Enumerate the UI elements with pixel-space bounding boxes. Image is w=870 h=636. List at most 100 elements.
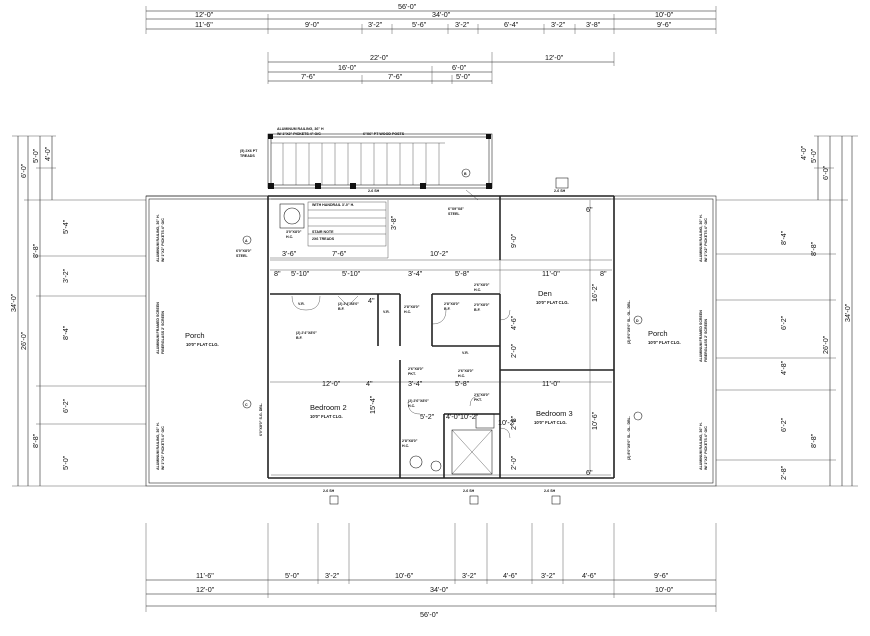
dim-stair-7b: 7'-6" bbox=[388, 72, 403, 81]
note-vr1: V.R. bbox=[298, 302, 305, 306]
dim-bot-f: 4'-6" bbox=[503, 571, 518, 580]
toilet-icon bbox=[409, 455, 423, 469]
dim-top-e: 3'-2" bbox=[455, 20, 470, 29]
left-dimension-chains: 34'-0" 26'-0" 6'-0" 5'-0" 4'-0" 5'-4" 8'… bbox=[9, 135, 146, 487]
note-door-den2: H.C. bbox=[402, 444, 409, 448]
room-porch-left-floor: 10'0" FLAT CLG. bbox=[186, 342, 219, 347]
dim-top-12: 12'-0" bbox=[195, 10, 214, 19]
note-door-pkt: 2'6"X8'0" bbox=[408, 367, 424, 371]
note-railing-top2: W/ 1"X2" PICKETS 4" O/C bbox=[277, 132, 321, 136]
exterior-stair: ALUMINUM RAILING, 36" H W/ 1"X2" PICKETS… bbox=[240, 127, 493, 189]
dim-left-26: 26'-0" bbox=[19, 331, 28, 350]
opening-notes: 6'0"X8'0" STEEL 3'0"X8'0" H.C. (2) 2'4"X… bbox=[236, 230, 561, 505]
note-screen-right2: FIBERGLASS 2' SCREEN bbox=[704, 319, 708, 362]
win-b1: 2-6 SH bbox=[323, 489, 335, 493]
dim-right-88a: 8'-8" bbox=[809, 241, 818, 256]
note-door-bf3: (2) 2'4"X8'0" bbox=[338, 302, 359, 306]
dim-left-5b: 5'-4" bbox=[61, 219, 70, 234]
room-den: Den bbox=[538, 289, 552, 298]
dim-in-5-8a: 5'-8" bbox=[455, 269, 470, 278]
dim-left-84: 8'-4" bbox=[61, 325, 70, 340]
dim-in-5-10b: 5'-10" bbox=[342, 269, 361, 278]
dim-bot-b: 5'-0" bbox=[285, 571, 300, 580]
dim-in-9-0: 9'-0" bbox=[509, 233, 518, 248]
dim-in-2-8: 2'-8" bbox=[509, 415, 518, 430]
note-door-a: 3'0"X8'0" bbox=[286, 230, 302, 234]
win-b3: 2-6 SH bbox=[544, 489, 556, 493]
door-swings bbox=[291, 189, 511, 475]
dim-stair-12: 12'-0" bbox=[545, 53, 564, 62]
note-door-pkt3: 2'6"X8'0" bbox=[474, 393, 490, 397]
pier-1 bbox=[329, 495, 339, 505]
note-treads2: TREADS bbox=[240, 154, 255, 158]
dim-in-16-2: 16'-2" bbox=[590, 283, 599, 302]
dim-in-15-4: 15'-4" bbox=[368, 395, 377, 414]
note-door-right1: (2) 8'0"X8'0" SL. GL. DBL. bbox=[627, 300, 631, 344]
water-heater-icon bbox=[283, 207, 301, 225]
dim-right-5: 5'-0" bbox=[809, 148, 818, 163]
dim-right-62b: 6'-2" bbox=[779, 417, 788, 432]
note-rail-left3: ALUMINUM RAILING, 36" H. bbox=[156, 422, 160, 470]
dim-top-g: 3'-2" bbox=[551, 20, 566, 29]
porch-outline bbox=[145, 195, 717, 487]
top-dimension-chains: 56'-0" 12'-0" 34'-0" 10'-0" 11'-6" 9'-0"… bbox=[145, 2, 717, 84]
dim-top-d: 5'-6" bbox=[412, 20, 427, 29]
vanity-shape bbox=[475, 413, 495, 429]
room-bedroom2-floor: 10'0" FLAT CLG. bbox=[310, 414, 343, 419]
dim-stair-5: 5'-0" bbox=[456, 72, 471, 81]
bathtub-shape bbox=[451, 429, 493, 475]
interior-dimensions: 7'-6" 10'-2" 5'-10" 5'-10" 3'-4" 5'-8" 1… bbox=[270, 200, 612, 477]
dim-in-10-2c: 10'-2" bbox=[498, 418, 517, 427]
dim-bot-overall: 56'-0" bbox=[420, 610, 439, 619]
dim-in-4a: 4" bbox=[368, 296, 375, 305]
tag-a: A bbox=[245, 239, 248, 243]
note-door-pkt2: PKT. bbox=[408, 372, 416, 376]
note-vr3: V.R. bbox=[462, 351, 469, 355]
note-screen-right1: ALUMINUM FRAMED SCREEN bbox=[699, 310, 703, 362]
note-rail-right4: W/ 1"X2" PICKETS 4" O/C bbox=[704, 426, 708, 470]
dim-right-34: 34'-0" bbox=[843, 303, 852, 322]
tag-d: D bbox=[636, 319, 639, 323]
note-handrail: WITH HANDRAIL 3'-0" H. bbox=[312, 203, 354, 207]
dim-right-48: 4'-8" bbox=[779, 360, 788, 375]
dim-right-88b: 8'-8" bbox=[809, 433, 818, 448]
dim-bot-d: 10'-6" bbox=[395, 571, 414, 580]
note-door-left: 6'0"X8'0" S.G. DBL. bbox=[259, 403, 263, 436]
dim-in-5-10a: 5'-10" bbox=[291, 269, 310, 278]
note-door-hc1b: H.C. bbox=[404, 310, 411, 314]
pier-3 bbox=[551, 495, 561, 505]
dim-bot-h: 4'-6" bbox=[582, 571, 597, 580]
win-top: 2-6 SH bbox=[368, 189, 380, 193]
dim-in-4-0: 4'-0" bbox=[446, 412, 461, 421]
dim-in-12-0: 12'-0" bbox=[322, 379, 341, 388]
dim-in-2-0b: 2'-0" bbox=[509, 455, 518, 470]
section-tag-d2 bbox=[633, 411, 643, 421]
dim-top-overall: 56'-0" bbox=[398, 2, 417, 11]
dim-in-11-0b: 11'-0" bbox=[542, 379, 560, 388]
note-rail-left2: W/ 1"X2" PICKETS 4" O/C bbox=[161, 218, 165, 262]
dim-left-50: 5'-0" bbox=[61, 455, 70, 470]
dim-in-10-2: 10'-2" bbox=[430, 249, 449, 258]
note-door-den: 2'8"X8'0" bbox=[402, 439, 418, 443]
win-b2: 2-6 SH bbox=[463, 489, 475, 493]
note-steel: 6"X9"X8" bbox=[448, 207, 464, 211]
dim-bot-a: 11'-6" bbox=[196, 571, 214, 580]
dim-in-8b: 8" bbox=[600, 269, 607, 278]
room-porch-right: Porch bbox=[648, 329, 668, 338]
win-top2: 2-6 SH bbox=[554, 189, 566, 193]
note-door-hc3b: H.C. bbox=[458, 374, 465, 378]
note-door-entry: 6'0"X8'0" bbox=[236, 249, 252, 253]
note-door-hc4b: H.C. bbox=[408, 404, 415, 408]
dim-top-i: 9'-6" bbox=[657, 20, 672, 29]
dim-stair-6: 6'-0" bbox=[452, 63, 467, 72]
dim-in-4b: 4" bbox=[366, 379, 373, 388]
right-dimension-chains: 34'-0" 26'-0" 6'-0" 5'-0" 4'-0" 8'-4" 8'… bbox=[716, 135, 858, 487]
dim-in-3-6: 3'-6" bbox=[282, 249, 297, 258]
dim-in-2-0: 2'-0" bbox=[509, 343, 518, 358]
dim-bot-g: 3'-2" bbox=[541, 571, 556, 580]
dim-in-11-0a: 11'-0" bbox=[542, 269, 560, 278]
dim-in-5-8b: 5'-8" bbox=[455, 379, 470, 388]
interior-stair: WITH HANDRAIL 3'-0" H. STAIR NOTE 2X6 TR… bbox=[279, 177, 569, 247]
note-door-hc3: 2'6"X8'0" bbox=[458, 369, 474, 373]
note-railing-top: ALUMINUM RAILING, 36" H bbox=[277, 127, 324, 131]
